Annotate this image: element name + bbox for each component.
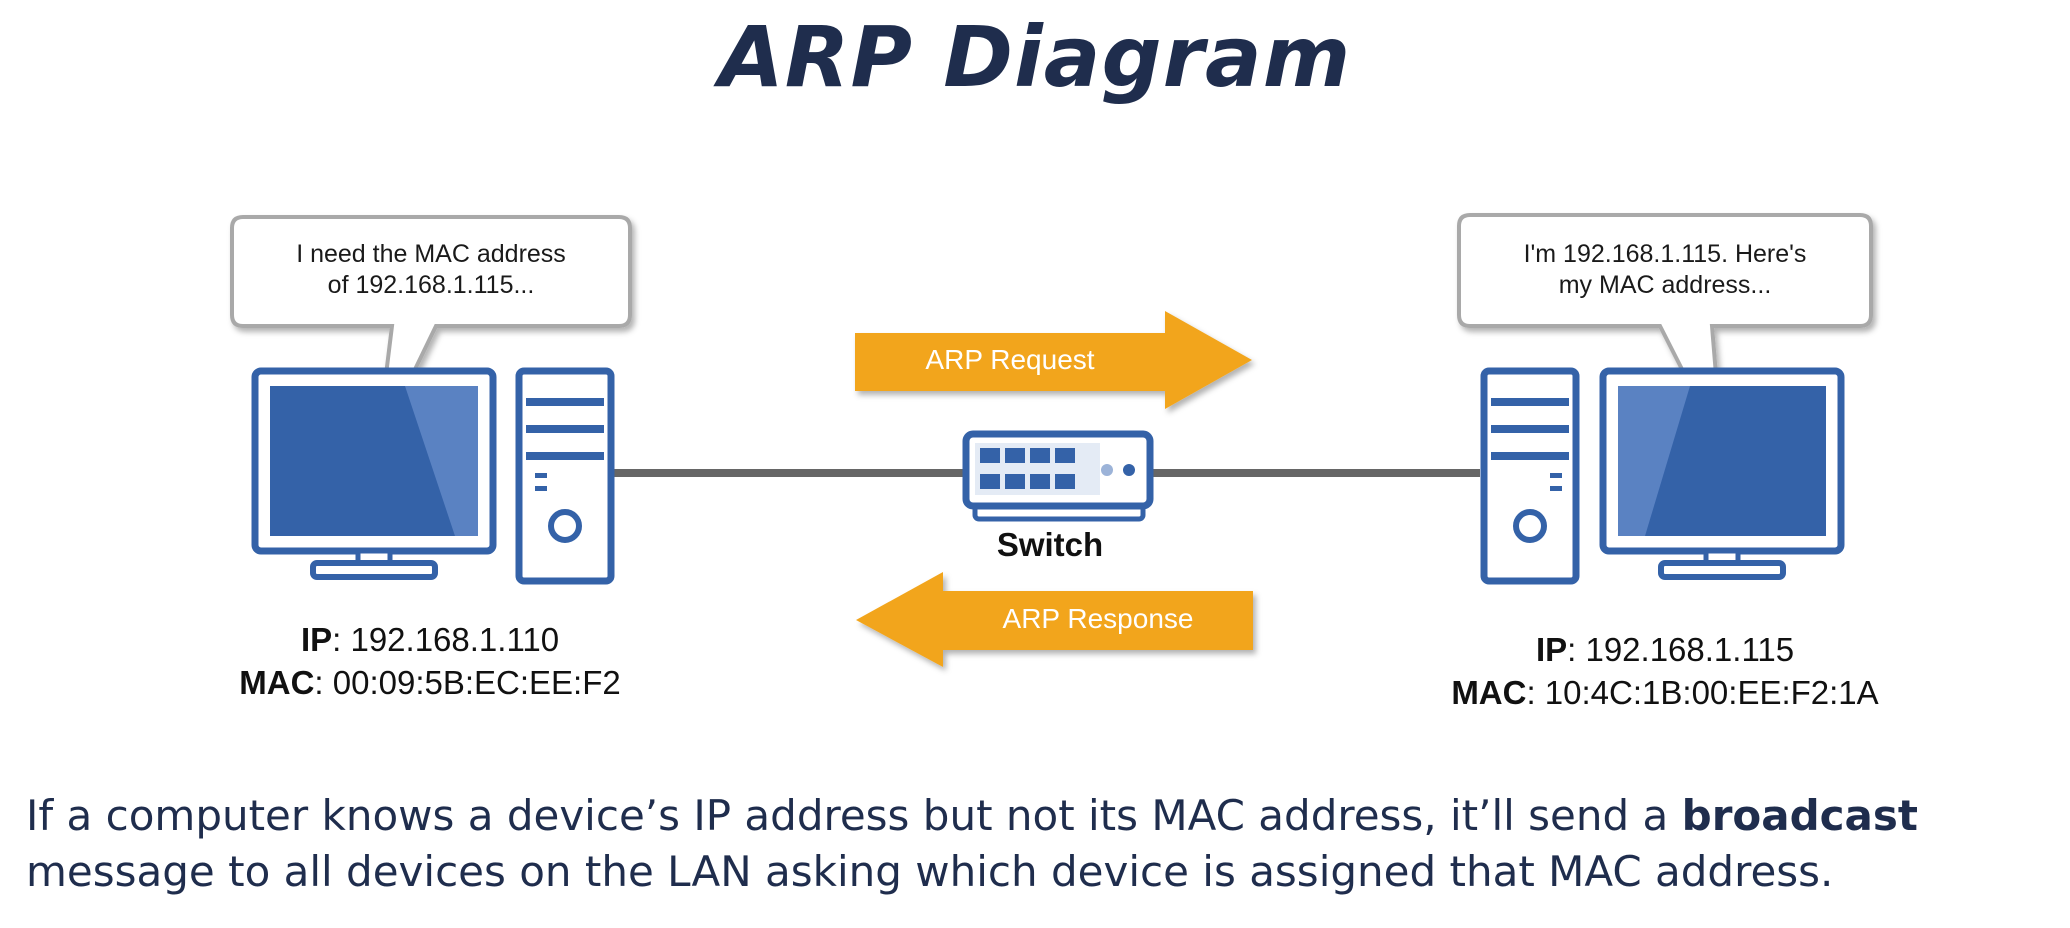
right-tower-icon [1480,367,1580,585]
right-mac-label: MAC [1451,674,1527,711]
left-ip-value: : 192.168.1.110 [332,621,560,658]
diagram-title: ARP Diagram [718,8,1352,106]
left-bubble-line2: of 192.168.1.115... [327,271,535,299]
right-ip-value: : 192.168.1.115 [1567,631,1795,668]
right-monitor-icon [1599,367,1845,580]
left-ip-line: IP: 192.168.1.110 [180,618,680,661]
right-ip-line: IP: 192.168.1.115 [1400,628,1930,671]
switch-label: Switch [996,526,1104,563]
left-monitor-icon [251,367,497,580]
right-bubble-line1: I'm 192.168.1.115. Here's [1523,240,1807,268]
caption-bold: broadcast [1681,791,1918,840]
caption-part2: message to all devices on the LAN asking… [26,847,1834,896]
left-bubble-line1: I need the MAC address [296,240,566,268]
caption-part1: If a computer knows a device’s IP addres… [26,791,1682,840]
left-mac-line: MAC: 00:09:5B:EC:EE:F2 [180,661,680,704]
caption: If a computer knows a device’s IP addres… [26,788,2056,900]
left-bubble-text: I need the MAC address of 192.168.1.115.… [232,239,630,301]
right-mac-value: : 10:4C:1B:00:EE:F2:1A [1526,674,1879,711]
arp-request-label: ARP Request [925,344,1095,375]
right-ip-label: IP [1535,631,1568,668]
right-address-block: IP: 192.168.1.115 MAC: 10:4C:1B:00:EE:F2… [1400,628,1930,714]
right-bubble-text: I'm 192.168.1.115. Here's my MAC address… [1459,239,1871,301]
left-ip-label: IP [300,621,333,658]
left-mac-label: MAC [239,664,315,701]
arp-request-arrow [855,311,1252,409]
arp-response-arrow [856,572,1253,667]
switch-icon [962,430,1154,522]
right-mac-line: MAC: 10:4C:1B:00:EE:F2:1A [1400,671,1930,714]
left-mac-value: : 00:09:5B:EC:EE:F2 [314,664,621,701]
right-bubble-line2: my MAC address... [1558,271,1772,299]
left-tower-icon [515,367,615,585]
arp-response-label: ARP Response [1002,603,1194,634]
left-address-block: IP: 192.168.1.110 MAC: 00:09:5B:EC:EE:F2 [180,618,680,704]
